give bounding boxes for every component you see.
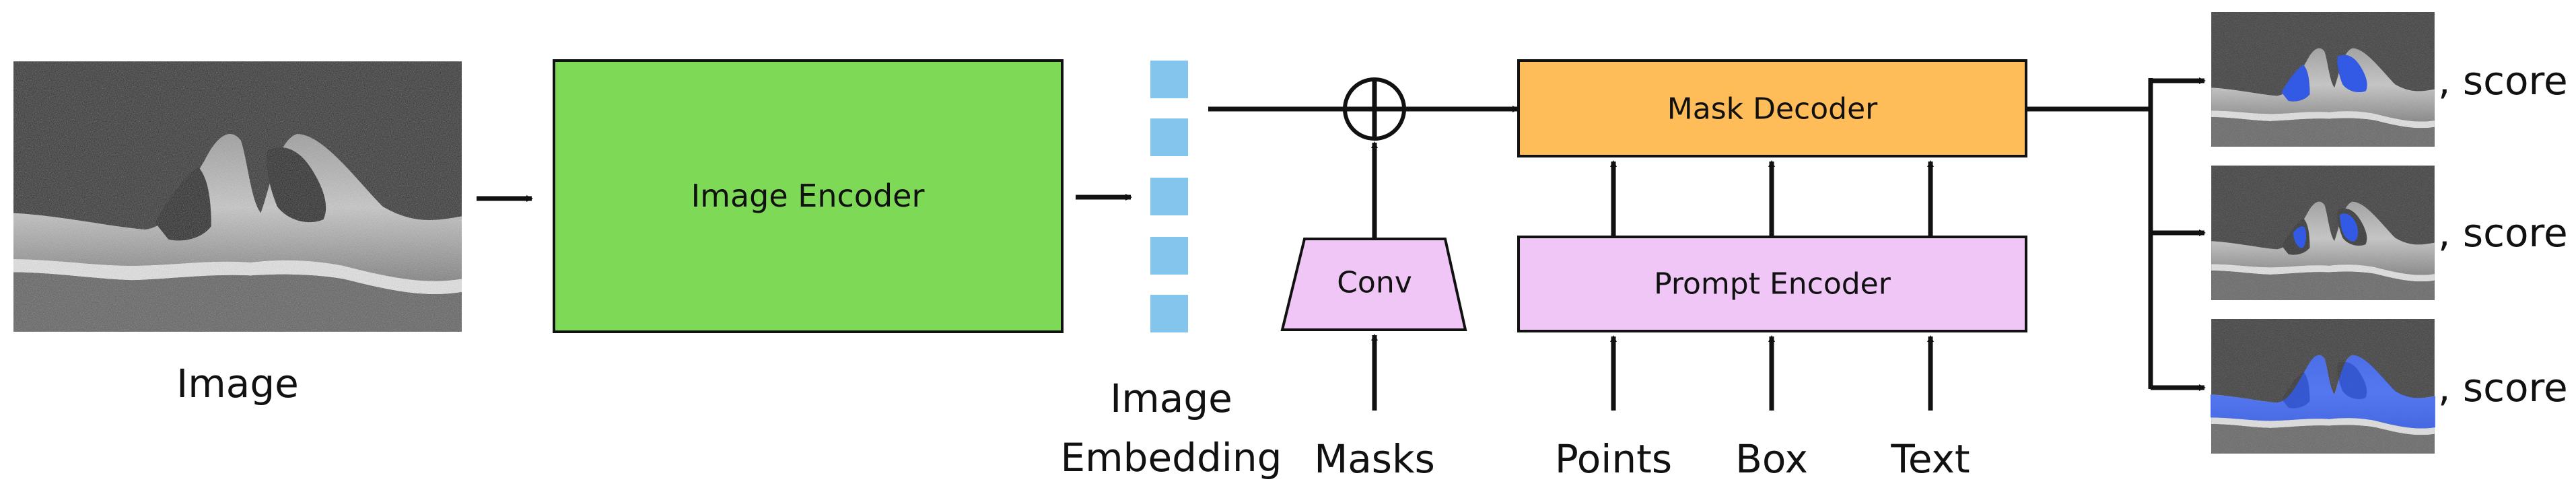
embedding-caption-line1: Image — [1110, 376, 1232, 421]
box-label: Box — [1735, 436, 1808, 482]
embedding-token — [1150, 118, 1188, 156]
output-2 — [2211, 166, 2435, 300]
mask-decoder-label: Mask Decoder — [1667, 92, 1878, 127]
points-label: Points — [1555, 436, 1672, 482]
masks-label: Masks — [1314, 436, 1435, 482]
embedding-token — [1150, 295, 1188, 332]
mask-cyst-right — [2337, 55, 2367, 92]
embedding-caption-line2: Embedding — [1061, 435, 1282, 481]
embedding-token — [1150, 237, 1188, 275]
output-oct-image — [2211, 166, 2435, 300]
conv-block — [1280, 238, 1467, 331]
mask-cyst-right — [2340, 213, 2359, 242]
output-score-label: , score — [2438, 210, 2568, 256]
embedding-token — [1150, 178, 1188, 215]
input-oct-image — [13, 61, 462, 332]
output-score-label: , score — [2438, 58, 2568, 104]
embedding-token — [1150, 61, 1188, 98]
prompt-encoder-label: Prompt Encoder — [1654, 267, 1891, 302]
output-3 — [2211, 319, 2435, 454]
output-oct-image — [2211, 12, 2435, 147]
prompt-encoder-block — [1517, 236, 2027, 332]
mask-overlay — [2211, 355, 2435, 429]
mask-overlay — [2293, 213, 2359, 248]
conv-label: Conv — [1337, 266, 1412, 300]
input-image-caption: Image — [176, 361, 299, 406]
mask-retina-layer — [2211, 355, 2435, 429]
mask-overlay — [2281, 55, 2367, 102]
mask-decoder-block — [1517, 59, 2027, 157]
mask-cyst-left — [2281, 65, 2310, 102]
output-1 — [2211, 12, 2435, 147]
image-encoder-block — [553, 59, 1064, 333]
output-score-label: , score — [2438, 365, 2568, 411]
text-label: Text — [1890, 436, 1970, 482]
image-encoder-label: Image Encoder — [691, 178, 925, 214]
mask-cyst-left — [2293, 226, 2307, 248]
